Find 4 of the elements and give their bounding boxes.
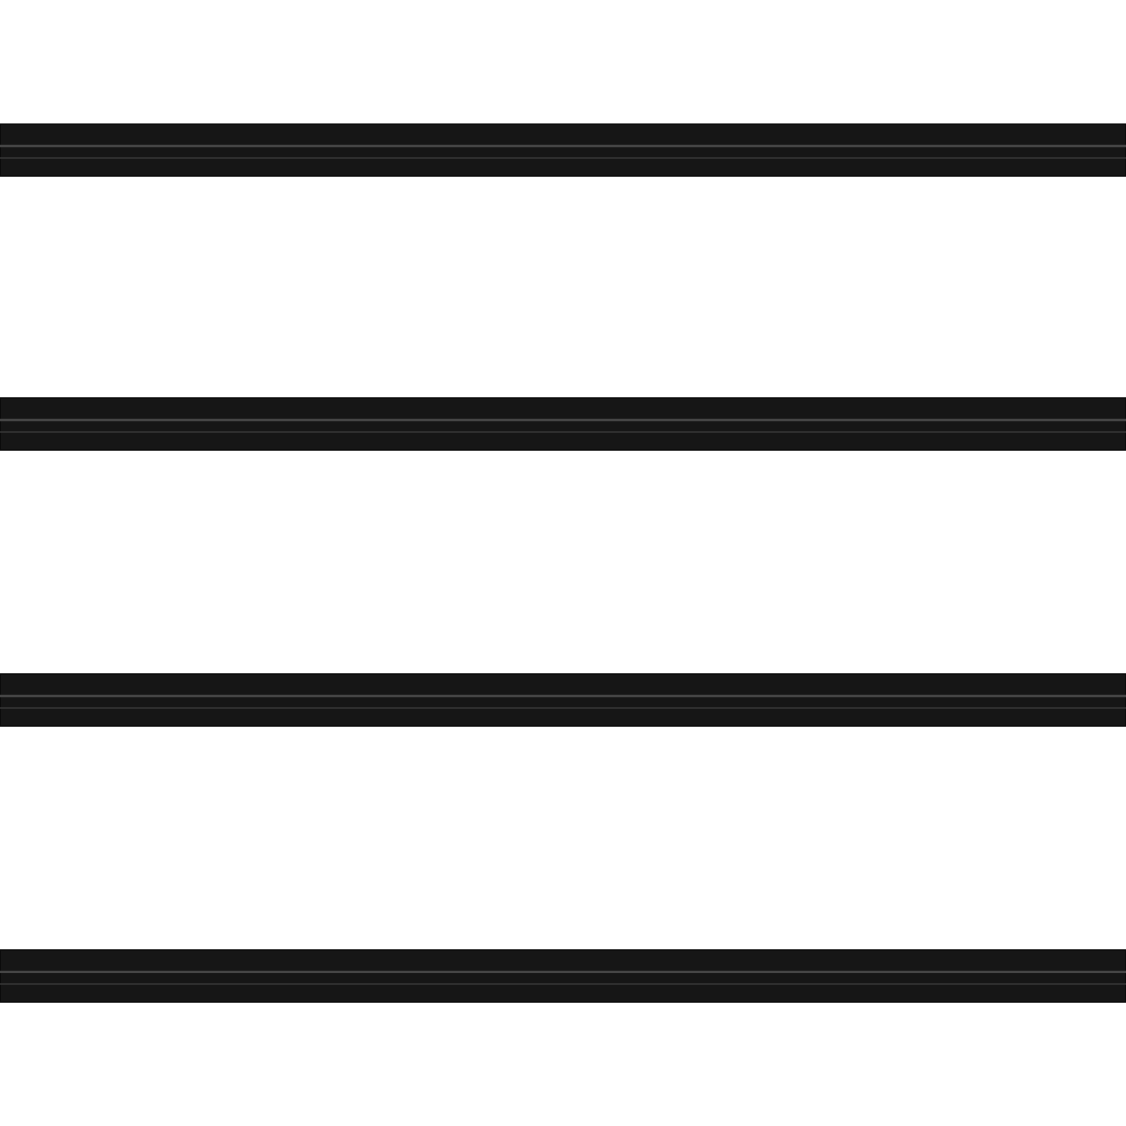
rubber-strip: [0, 673, 1126, 727]
rubber-strip: [0, 397, 1126, 451]
rubber-strip: [0, 123, 1126, 177]
rubber-strip: [0, 949, 1126, 1003]
